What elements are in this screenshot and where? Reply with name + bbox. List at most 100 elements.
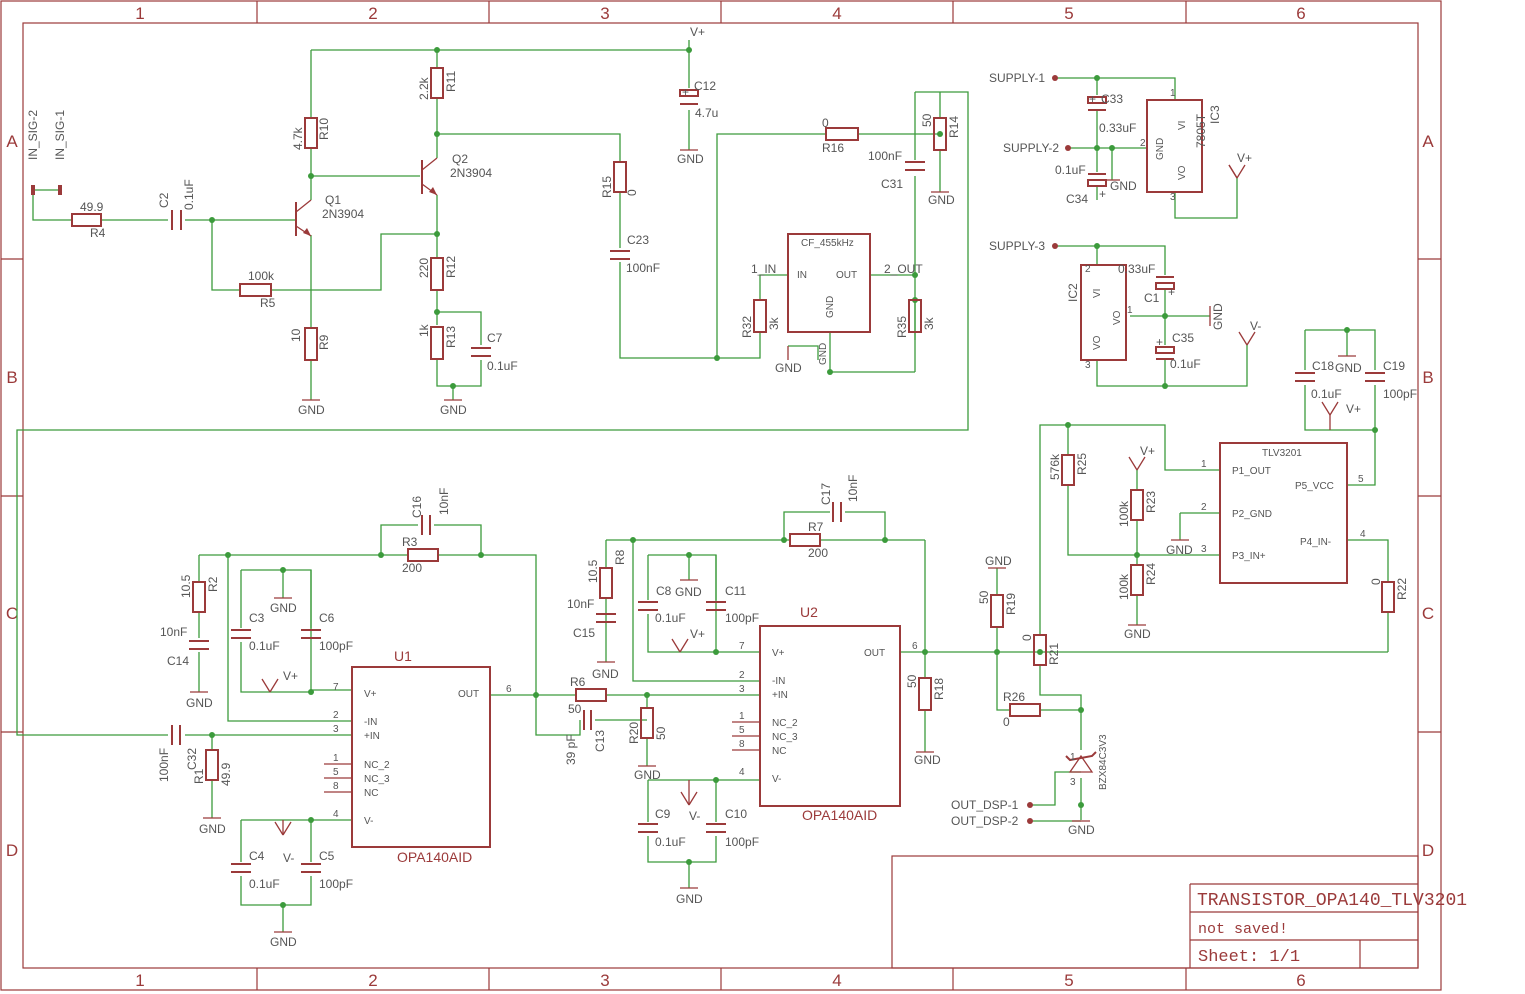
- capacitor-c23[interactable]: C23 100nF: [610, 233, 660, 275]
- zener-diode-bzx84c3v3[interactable]: 1 3 BZX84C3V3: [1065, 734, 1109, 790]
- resistor-r6[interactable]: R6 50: [568, 675, 607, 716]
- capacitor-c31[interactable]: 100nF C31: [868, 149, 925, 191]
- svg-text:Q2: Q2: [452, 152, 468, 166]
- capacitor-c11[interactable]: C11 100pF: [706, 584, 759, 625]
- svg-text:R4: R4: [90, 226, 106, 240]
- svg-text:2: 2: [1140, 138, 1146, 149]
- resistor-r22[interactable]: 0 R22: [1369, 578, 1409, 613]
- svg-text:0: 0: [1020, 634, 1034, 641]
- capacitor-c32[interactable]: 100nF C32: [157, 725, 199, 782]
- capacitor-c5[interactable]: C5 100pF: [301, 849, 353, 891]
- svg-text:R24: R24: [1144, 563, 1158, 585]
- capacitor-c8[interactable]: C8 0.1uF: [638, 584, 686, 625]
- opamp-u1[interactable]: U1 OPA140AID V+ -IN +IN NC_2 NC_3 NC V- …: [324, 648, 512, 865]
- supply-3-label: SUPPLY-3: [989, 239, 1045, 253]
- capacitor-c4[interactable]: C4 0.1uF: [231, 849, 280, 891]
- gnd-r9: GND: [298, 403, 325, 417]
- svg-text:-IN: -IN: [364, 717, 377, 728]
- svg-text:C1: C1: [1144, 291, 1160, 305]
- svg-text:C8: C8: [656, 584, 672, 598]
- resistor-r21[interactable]: 0 R21: [1020, 634, 1061, 666]
- svg-text:3k: 3k: [767, 316, 781, 330]
- transistor-q1[interactable]: Q1 2N3904: [295, 193, 364, 237]
- svg-text:R1: R1: [192, 768, 206, 784]
- resistor-r12[interactable]: 220 R12: [417, 256, 458, 291]
- resistor-r4[interactable]: 49.9 R4: [71, 200, 106, 240]
- out-dsp-1-label: OUT_DSP-1: [951, 798, 1019, 812]
- resistor-r15[interactable]: R15 0: [600, 161, 639, 198]
- transistor-q2[interactable]: Q2 2N3904: [421, 152, 492, 196]
- resistor-r9[interactable]: 10 R9: [289, 327, 331, 361]
- svg-text:10.5: 10.5: [586, 559, 600, 583]
- svg-text:6: 6: [506, 684, 512, 695]
- resistor-r8[interactable]: 10.5 R8: [586, 549, 627, 599]
- svg-text:OUT: OUT: [836, 270, 857, 281]
- resistor-r24[interactable]: 100k R24: [1117, 563, 1158, 600]
- capacitor-c7[interactable]: C7 0.1uF: [471, 331, 518, 373]
- capacitor-c34[interactable]: + 0.1uF C34: [1055, 163, 1107, 206]
- svg-text:0: 0: [625, 189, 639, 196]
- resistor-r3[interactable]: R3 200: [402, 535, 439, 575]
- resistor-r25[interactable]: 576k R25: [1048, 453, 1089, 486]
- svg-text:VO: VO: [1092, 335, 1103, 350]
- capacitor-c13[interactable]: 39 pF C13: [564, 710, 607, 765]
- svg-text:R15: R15: [600, 176, 614, 198]
- comparator-tlv3201[interactable]: TLV3201 P1_OUT P2_GND P3_IN+ P4_IN- P5_V…: [1201, 442, 1366, 584]
- cf-gnd-pin-label: GND: [818, 343, 829, 365]
- resistor-r11[interactable]: 2.2k R11: [417, 67, 458, 100]
- capacitor-c2[interactable]: C2 0.1uF: [157, 179, 196, 230]
- svg-text:V-: V-: [364, 816, 373, 827]
- resistor-r7[interactable]: R7 200: [789, 520, 828, 560]
- capacitor-c33[interactable]: + C33 0.33uF: [1087, 92, 1136, 135]
- supply-2-label: SUPPLY-2: [1003, 141, 1059, 155]
- svg-text:7805T: 7805T: [1194, 113, 1208, 148]
- capacitor-c16[interactable]: C16 10nF: [410, 488, 451, 535]
- capacitor-c12[interactable]: + C12 4.7u: [679, 79, 718, 120]
- svg-text:5: 5: [1358, 474, 1364, 485]
- col-label-bottom-4: 4: [832, 971, 841, 990]
- capacitor-c6[interactable]: C6 100pF: [301, 611, 353, 653]
- resistor-r35[interactable]: R35 3k: [895, 299, 936, 338]
- resistor-r14[interactable]: 50 R14: [920, 113, 961, 151]
- opamp-u2[interactable]: U2 OPA140AID V+ -IN +IN NC_2 NC_3 NC V- …: [732, 604, 918, 823]
- resistor-r19[interactable]: 50 R19: [977, 590, 1018, 628]
- svg-text:P2_GND: P2_GND: [1232, 509, 1272, 520]
- regulator-ic2[interactable]: VI VO VO 2 1 3 IC2: [1066, 264, 1133, 371]
- resistor-r1[interactable]: R1 49.9: [192, 749, 233, 786]
- capacitor-c10[interactable]: C10 100pF: [706, 807, 759, 849]
- svg-text:R2: R2: [206, 576, 220, 592]
- capacitor-c14[interactable]: 10nF C14: [160, 625, 209, 668]
- resistor-r23[interactable]: 100k R23: [1117, 489, 1158, 527]
- resistor-r13[interactable]: 1k R13: [417, 323, 458, 360]
- gnd-c31: GND: [928, 193, 955, 207]
- col-label-bottom-1: 1: [135, 971, 144, 990]
- resistor-r26[interactable]: R26 0: [1003, 690, 1041, 729]
- resistor-r10[interactable]: 4.7k R10: [291, 117, 331, 150]
- capacitor-c15[interactable]: 10nF C15: [567, 597, 616, 640]
- junction-dots: [209, 47, 1378, 908]
- resistor-r16[interactable]: 0 R16: [822, 116, 859, 155]
- col-label-top-6: 6: [1296, 4, 1305, 23]
- net-labels: IN_SIG-2 IN_SIG-1 V+ GND GND GND GND GND…: [26, 25, 1362, 949]
- svg-text:2N3904: 2N3904: [450, 166, 492, 180]
- resistor-r20[interactable]: R20 50: [627, 707, 668, 744]
- capacitor-c1[interactable]: + 0.33uF C1: [1118, 262, 1175, 305]
- capacitor-c17[interactable]: C17 10nF: [819, 475, 860, 522]
- capacitor-c18[interactable]: C18 0.1uF: [1295, 359, 1342, 401]
- regulator-ic3[interactable]: VI GND VO 1 2 3 7805T IC3: [1140, 88, 1222, 203]
- capacitor-c9[interactable]: C9 0.1uF: [638, 807, 686, 849]
- capacitor-c3[interactable]: C3 0.1uF: [231, 611, 280, 653]
- capacitor-c19[interactable]: C19 100pF: [1365, 359, 1417, 401]
- resistor-r2[interactable]: 10.5 R2: [179, 574, 220, 613]
- svg-text:100nF: 100nF: [157, 748, 171, 782]
- resistor-r32[interactable]: R32 3k: [740, 299, 781, 338]
- resistor-r5[interactable]: 100k R5: [239, 269, 276, 310]
- ceramic-filter-cf-455khz[interactable]: CF_455kHz IN OUT GND: [787, 233, 871, 333]
- capacitor-c35[interactable]: + C35 0.1uF: [1155, 331, 1201, 371]
- col-label-bottom-5: 5: [1064, 971, 1073, 990]
- svg-text:0: 0: [822, 116, 829, 130]
- resistor-r18[interactable]: 50 R18: [905, 674, 946, 711]
- svg-text:4.7u: 4.7u: [695, 106, 718, 120]
- svg-text:C15: C15: [573, 626, 595, 640]
